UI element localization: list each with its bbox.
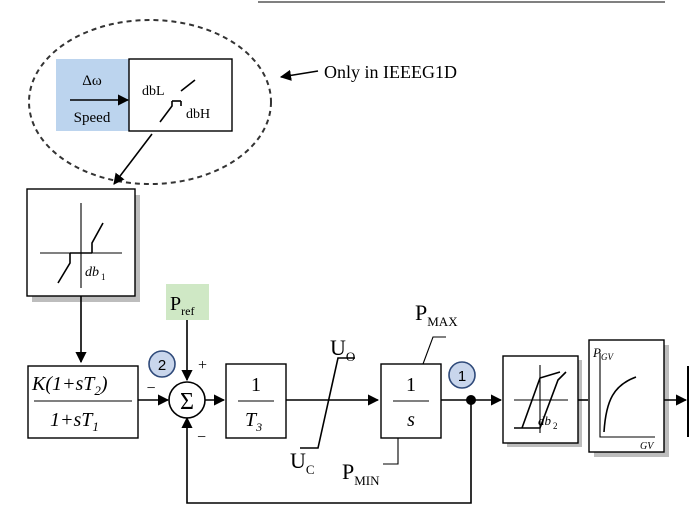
callout-arrow: [279, 69, 319, 81]
deadband-curve: [159, 79, 196, 123]
speed-label: Speed: [74, 110, 111, 126]
leadlag-block: [27, 365, 139, 439]
pref-box: [166, 284, 209, 320]
db2-hysteresis: [514, 371, 567, 429]
uo-label: UO: [330, 335, 355, 364]
t3-numerator: 1: [251, 374, 261, 396]
pmin-label: PMIN: [342, 459, 380, 488]
pgv-x-label: GV: [640, 441, 655, 452]
t3-denominator: T3: [245, 409, 262, 434]
badge-2-label: 2: [158, 357, 166, 374]
feedback-loop: [181, 400, 472, 504]
pmin-limit-mark: [383, 438, 399, 465]
speed-input-box: [56, 59, 129, 131]
dbl-label: dbL: [142, 84, 165, 99]
badge-1: [448, 361, 476, 389]
delta-omega-label: Δω: [82, 73, 102, 89]
dbh-label: dbH: [186, 107, 210, 122]
pgv-curve: [603, 376, 637, 433]
rate-limiter-curve: [300, 357, 355, 449]
sum-sign-bottom: −: [197, 429, 206, 446]
callout-text: Only in IEEEG1D: [324, 62, 457, 82]
db2-label: db: [538, 413, 552, 428]
pref-label: Pref: [170, 293, 194, 318]
badge-2: [148, 350, 176, 378]
pgv-y-label: PGV: [592, 345, 614, 362]
sum-sign-left: −: [146, 380, 155, 397]
leadlag-denominator: 1+sT1: [50, 409, 99, 434]
pmax-limit-mark: [422, 336, 446, 365]
db1-curve: [57, 222, 104, 284]
integrator-denominator: s: [407, 409, 415, 431]
db1-sub: 1: [101, 272, 106, 282]
deadband-block: [128, 58, 233, 132]
db2-sub: 2: [553, 421, 558, 431]
ellipse-to-db1-arrow: [113, 133, 153, 185]
sigma-symbol: Σ: [180, 389, 194, 415]
uc-label: UC: [290, 448, 315, 477]
pgv-block: [588, 339, 665, 453]
ieeeg1d-dashed-ellipse: [28, 19, 272, 185]
badge-1-label: 1: [458, 368, 466, 385]
pgv-axes: [599, 353, 655, 438]
sum-sign-top: +: [198, 357, 207, 374]
integrator-numerator: 1: [406, 374, 416, 396]
pmax-label: PMAX: [415, 300, 458, 329]
db1-label: db: [85, 265, 99, 280]
leadlag-numerator: K(1+sT2): [31, 373, 108, 398]
